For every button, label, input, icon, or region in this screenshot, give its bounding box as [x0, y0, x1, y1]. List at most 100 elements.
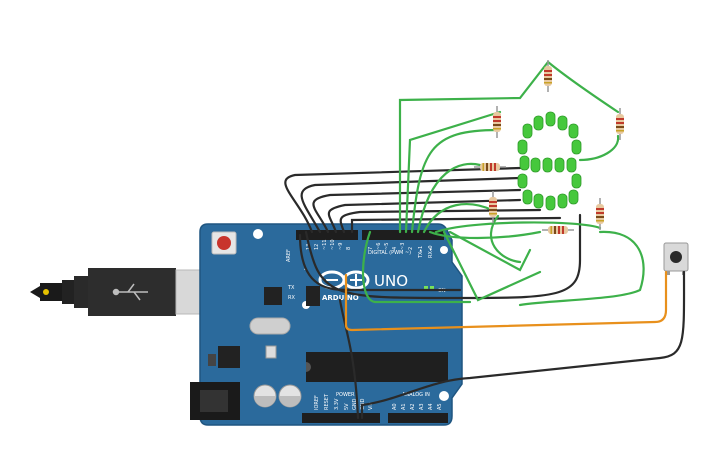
- led: [517, 139, 528, 155]
- aref-label: AREF: [286, 249, 292, 262]
- mount-hole: [253, 229, 263, 239]
- mount-hole: [440, 246, 448, 254]
- on-led: [430, 286, 434, 290]
- pin-label: ~9: [338, 243, 344, 250]
- usb-icon: [112, 283, 148, 301]
- logo-symbols: [326, 274, 362, 286]
- resistor: [542, 226, 574, 234]
- wire: [578, 134, 620, 162]
- pin-label: 3.3V: [334, 398, 340, 410]
- analog-header[interactable]: [388, 413, 448, 423]
- pin-label: RESET: [324, 393, 330, 410]
- wire: [344, 270, 668, 332]
- wire: [422, 203, 494, 234]
- wire: [518, 230, 645, 307]
- pin-label: Vin: [368, 402, 374, 410]
- resistor: [596, 198, 604, 230]
- rx-label: RX: [288, 295, 295, 301]
- pin-label: IOREF: [314, 395, 320, 410]
- on-led: [424, 286, 428, 290]
- pin-label: 7: [368, 247, 374, 250]
- pin-label: A3: [419, 403, 425, 410]
- wire: [398, 60, 550, 234]
- resistor: [474, 163, 506, 171]
- led: [522, 123, 533, 139]
- led: [571, 139, 582, 155]
- wire: [416, 162, 482, 234]
- led: [554, 157, 565, 173]
- led: [557, 115, 568, 131]
- led: [545, 111, 556, 127]
- pin-label: ~10: [330, 239, 336, 250]
- wire: [350, 216, 562, 234]
- wire: [410, 128, 500, 234]
- pin-label: A2: [410, 403, 416, 410]
- led: [530, 157, 541, 173]
- wire: [448, 230, 532, 272]
- wires-orange[interactable]: [344, 270, 668, 332]
- led: [557, 193, 568, 209]
- pin-label: A5: [437, 403, 443, 410]
- wire: [434, 221, 602, 234]
- capacitor: [253, 384, 277, 408]
- board-brand-label: ARDUINO: [322, 294, 359, 302]
- pin-label: ~11: [322, 239, 328, 250]
- wires-black[interactable]: [284, 166, 686, 420]
- wire: [284, 166, 522, 234]
- pin-label: 8: [346, 247, 352, 250]
- board-model-label: UNO: [374, 272, 408, 290]
- led: [522, 189, 533, 205]
- wire: [327, 198, 522, 234]
- led: [568, 189, 579, 205]
- led: [568, 123, 579, 139]
- pin-label: 12: [314, 244, 320, 250]
- resistor: [493, 106, 501, 138]
- resistor: [489, 191, 497, 223]
- voltage-regulator: [218, 346, 240, 368]
- led: [542, 157, 553, 173]
- push-button[interactable]: [663, 242, 689, 275]
- led: [571, 173, 582, 189]
- wire: [428, 230, 542, 240]
- capacitor: [278, 384, 302, 408]
- wire: [490, 214, 522, 264]
- crystal-oscillator: [249, 317, 291, 335]
- resistor: [616, 108, 624, 140]
- wire: [304, 213, 582, 300]
- wires-green[interactable]: [362, 60, 645, 307]
- arduino-uno-board[interactable]: UNO ARDUINO DIGITAL (PWM ~) ANALOG IN PO…: [190, 223, 463, 426]
- digital-label: DIGITAL (PWM ~): [368, 250, 411, 256]
- led: [533, 193, 544, 209]
- pin-label: A0: [392, 403, 398, 410]
- pin-label: 2: [408, 247, 414, 250]
- wire: [339, 208, 542, 234]
- tx-label: TX: [287, 285, 295, 291]
- power-header[interactable]: [302, 413, 380, 423]
- atmega-microcontroller: [306, 352, 448, 382]
- pin-label: 4: [392, 247, 398, 250]
- mount-hole: [439, 391, 449, 401]
- analog-label: ANALOG IN: [402, 392, 430, 398]
- pin-label: TX▸1: [418, 246, 424, 259]
- reset-button[interactable]: [211, 231, 237, 255]
- usb-chip: [264, 287, 282, 305]
- led-array[interactable]: [517, 111, 582, 211]
- digital-header[interactable]: [296, 230, 444, 240]
- pin-label: ~5: [384, 243, 390, 250]
- wire: [404, 110, 502, 234]
- wire: [362, 230, 472, 304]
- pin-label: A1: [401, 403, 407, 410]
- led: [545, 195, 556, 211]
- resistors[interactable]: [474, 60, 624, 234]
- led: [533, 115, 544, 131]
- power-jack[interactable]: [190, 382, 240, 420]
- resistor: [544, 60, 552, 92]
- top-pin-labels: 13 12 ~11 ~10 ~9 8 7 ~6 ~5 4 ~3 2 TX▸1 R…: [306, 239, 434, 259]
- wire: [298, 233, 462, 292]
- led: [566, 157, 577, 173]
- icsp-header: [306, 286, 320, 306]
- wire: [442, 230, 542, 302]
- wire: [312, 188, 522, 234]
- pin-label: ~3: [400, 243, 406, 250]
